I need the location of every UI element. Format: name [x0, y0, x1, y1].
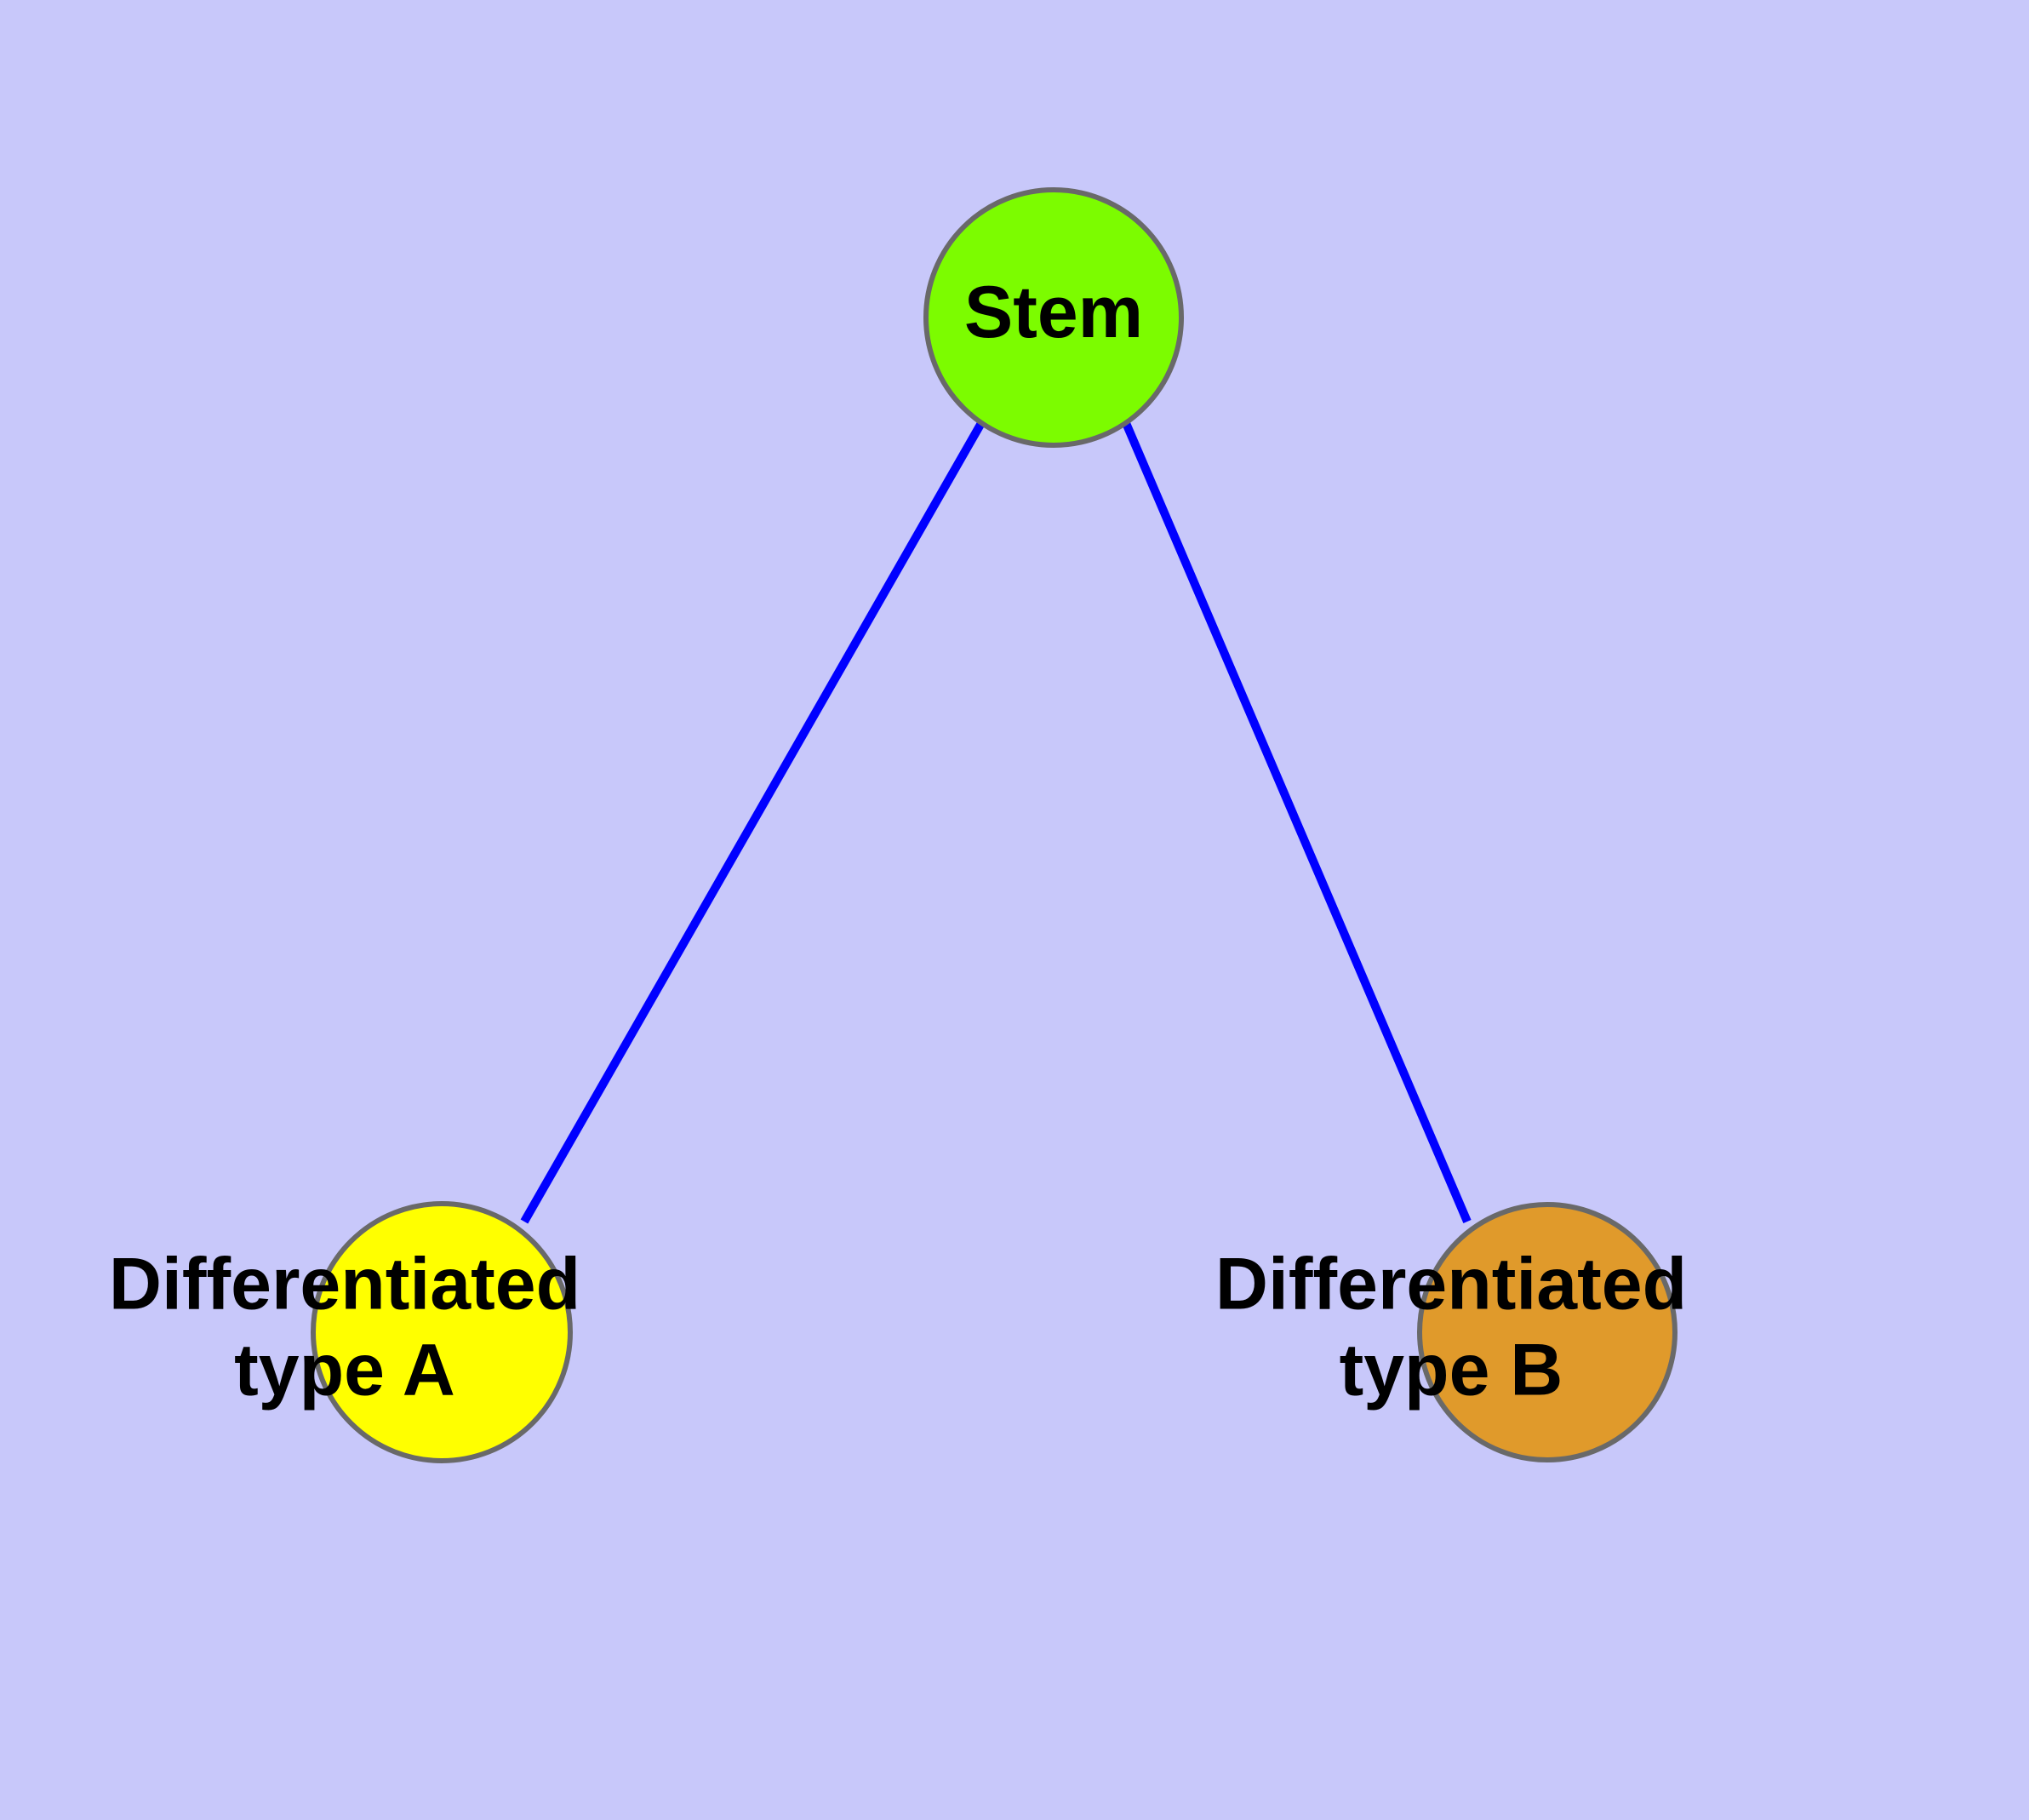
node-label-line: type A	[234, 1329, 455, 1411]
node-label-line: Differentiated	[1215, 1243, 1687, 1325]
node-stem[interactable]	[923, 187, 1184, 448]
node-label-stem: Stem	[964, 272, 1143, 353]
edge-stem-to-differentiated-type-a[interactable]	[520, 421, 986, 1224]
edge-stem-to-differentiated-type-b[interactable]	[1122, 421, 1472, 1223]
node-label-line: Stem	[964, 272, 1143, 353]
node-differentiated-type-b[interactable]	[1417, 1202, 1677, 1462]
node-differentiated-type-a[interactable]	[311, 1201, 573, 1463]
node-label-line: Differentiated	[109, 1243, 580, 1325]
node-label-line: type B	[1340, 1329, 1563, 1411]
nodes-layer	[311, 187, 1677, 1463]
edges-layer	[520, 421, 1472, 1224]
